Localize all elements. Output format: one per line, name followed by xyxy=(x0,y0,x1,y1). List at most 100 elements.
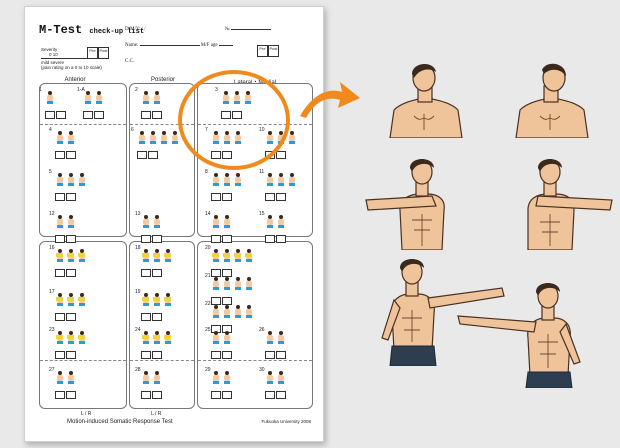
panel-anterior-upper xyxy=(39,83,127,237)
pre-post-checkbox-pair[interactable] xyxy=(55,351,77,359)
item-number: 20 xyxy=(205,245,211,251)
pre-post-checkbox-pair[interactable] xyxy=(265,235,287,243)
footer-title: Motion-induced Somatic Response Test xyxy=(67,419,173,425)
pre-post-checkbox-pair[interactable] xyxy=(265,391,287,399)
exercise-figure xyxy=(141,215,150,231)
exercise-figure xyxy=(77,331,86,347)
item-number: 12 xyxy=(49,211,55,217)
pre-post-checkbox-pair[interactable] xyxy=(211,297,233,305)
pre-post-checkbox-pair[interactable] xyxy=(211,391,233,399)
exercise-figure xyxy=(163,331,172,347)
pre-post-checkbox-pair[interactable] xyxy=(141,351,163,359)
pre-post-checkbox-pair[interactable] xyxy=(55,269,77,277)
name-field: Name: M/F age xyxy=(125,43,233,48)
item-number: 28 xyxy=(135,367,141,373)
exercise-figure xyxy=(222,371,231,387)
exercise-figure xyxy=(94,91,103,107)
neck-rotation-left-illustration xyxy=(389,63,463,138)
pre-post-checkbox-pair[interactable] xyxy=(141,269,163,277)
chief-complaint-field: C.C. xyxy=(125,59,135,64)
pre-post-checkbox-pair[interactable] xyxy=(265,193,287,201)
pre-post-checkbox-pair[interactable] xyxy=(141,111,163,119)
pre-post-checkbox-pair[interactable] xyxy=(137,151,159,159)
exercise-figure xyxy=(55,371,64,387)
exercise-figure xyxy=(276,331,285,347)
exercise-figure xyxy=(163,293,172,309)
pre-post-checkbox-pair[interactable] xyxy=(55,235,77,243)
exercise-figure xyxy=(170,131,179,147)
exercise-figure xyxy=(222,305,231,321)
exercise-figure xyxy=(152,215,161,231)
item-number: 2 xyxy=(135,87,138,93)
pre-post-checkbox-pair[interactable] xyxy=(141,235,163,243)
panel-posterior-lower xyxy=(129,241,195,409)
pre-post-checkbox-pair[interactable] xyxy=(55,313,77,321)
exercise-figure xyxy=(244,249,253,265)
pre-post-checkbox-pair[interactable] xyxy=(211,193,233,201)
exercise-figure xyxy=(211,277,220,293)
exercise-figure xyxy=(211,249,220,265)
item-number: 21 xyxy=(205,273,211,279)
item-number: 18 xyxy=(135,245,141,251)
exercise-figure xyxy=(66,249,75,265)
record-number-field: № xyxy=(225,27,272,32)
item-number: 8 xyxy=(205,169,208,175)
exercise-figure xyxy=(55,249,64,265)
exercise-figure xyxy=(77,173,86,189)
pre-post-checkbox-pair[interactable] xyxy=(141,313,163,321)
footer-university: Fukuoka University 2008 xyxy=(261,419,311,424)
pre-post-checkbox-pair[interactable] xyxy=(211,269,233,277)
column-anterior: Anterior xyxy=(64,77,86,83)
pre-post-checkbox-pair[interactable] xyxy=(55,391,77,399)
exercise-figure xyxy=(244,277,253,293)
exercise-figure xyxy=(77,293,86,309)
exercise-figure xyxy=(66,293,75,309)
exercise-figure xyxy=(148,131,157,147)
check-up-sheet: M-Test check-up list D/M/Y: / / № Name: … xyxy=(24,6,324,442)
highlight-circle xyxy=(178,70,290,170)
pre-post-checkbox-pair[interactable] xyxy=(55,193,77,201)
exercise-figure xyxy=(66,215,75,231)
pre-post-checkbox-pair[interactable] xyxy=(265,351,287,359)
neck-rotation-right-illustration xyxy=(515,63,589,138)
exercise-figure xyxy=(83,91,92,107)
panel-anterior-lower xyxy=(39,241,127,409)
exercise-figure xyxy=(77,249,86,265)
exercise-figure xyxy=(222,331,231,347)
item-number: 30 xyxy=(259,367,265,373)
exercise-figure xyxy=(265,331,274,347)
pre-post-checkbox-pair[interactable] xyxy=(211,235,233,243)
exercise-figure xyxy=(141,371,150,387)
horizontal-adduction-left-illustration xyxy=(365,159,445,250)
item-number: 19 xyxy=(135,289,141,295)
exercise-figure xyxy=(276,215,285,231)
sheet-title: M-Test check-up list xyxy=(39,23,145,37)
pre-post-checkbox-pair[interactable] xyxy=(45,111,67,119)
pre-post-checkbox-pair[interactable] xyxy=(55,151,77,159)
pre-post-checkbox-pair[interactable] xyxy=(83,111,105,119)
item-number: 29 xyxy=(205,367,211,373)
column-posterior: Posterior xyxy=(150,77,175,83)
exercise-figure xyxy=(152,293,161,309)
item-number: 24 xyxy=(135,327,141,333)
item-number: 13 xyxy=(135,211,141,217)
date-field: D/M/Y: / / xyxy=(125,27,146,32)
exercise-figure xyxy=(141,293,150,309)
shoulder-abduction-left-illustration xyxy=(381,259,505,366)
exercise-figure xyxy=(233,249,242,265)
exercise-figure xyxy=(222,215,231,231)
item-number: 5 xyxy=(49,169,52,175)
exercise-figure xyxy=(287,173,296,189)
exercise-figure xyxy=(276,371,285,387)
exercise-figure xyxy=(265,215,274,231)
exercise-figure xyxy=(66,173,75,189)
pre-post-checkbox-pair[interactable] xyxy=(141,391,163,399)
exercise-figure xyxy=(55,331,64,347)
exercise-figure xyxy=(152,331,161,347)
item-number: 26 xyxy=(259,327,265,333)
exercise-figure xyxy=(265,371,274,387)
pre-post-checkbox-pair[interactable] xyxy=(211,351,233,359)
exercise-figure xyxy=(211,173,220,189)
